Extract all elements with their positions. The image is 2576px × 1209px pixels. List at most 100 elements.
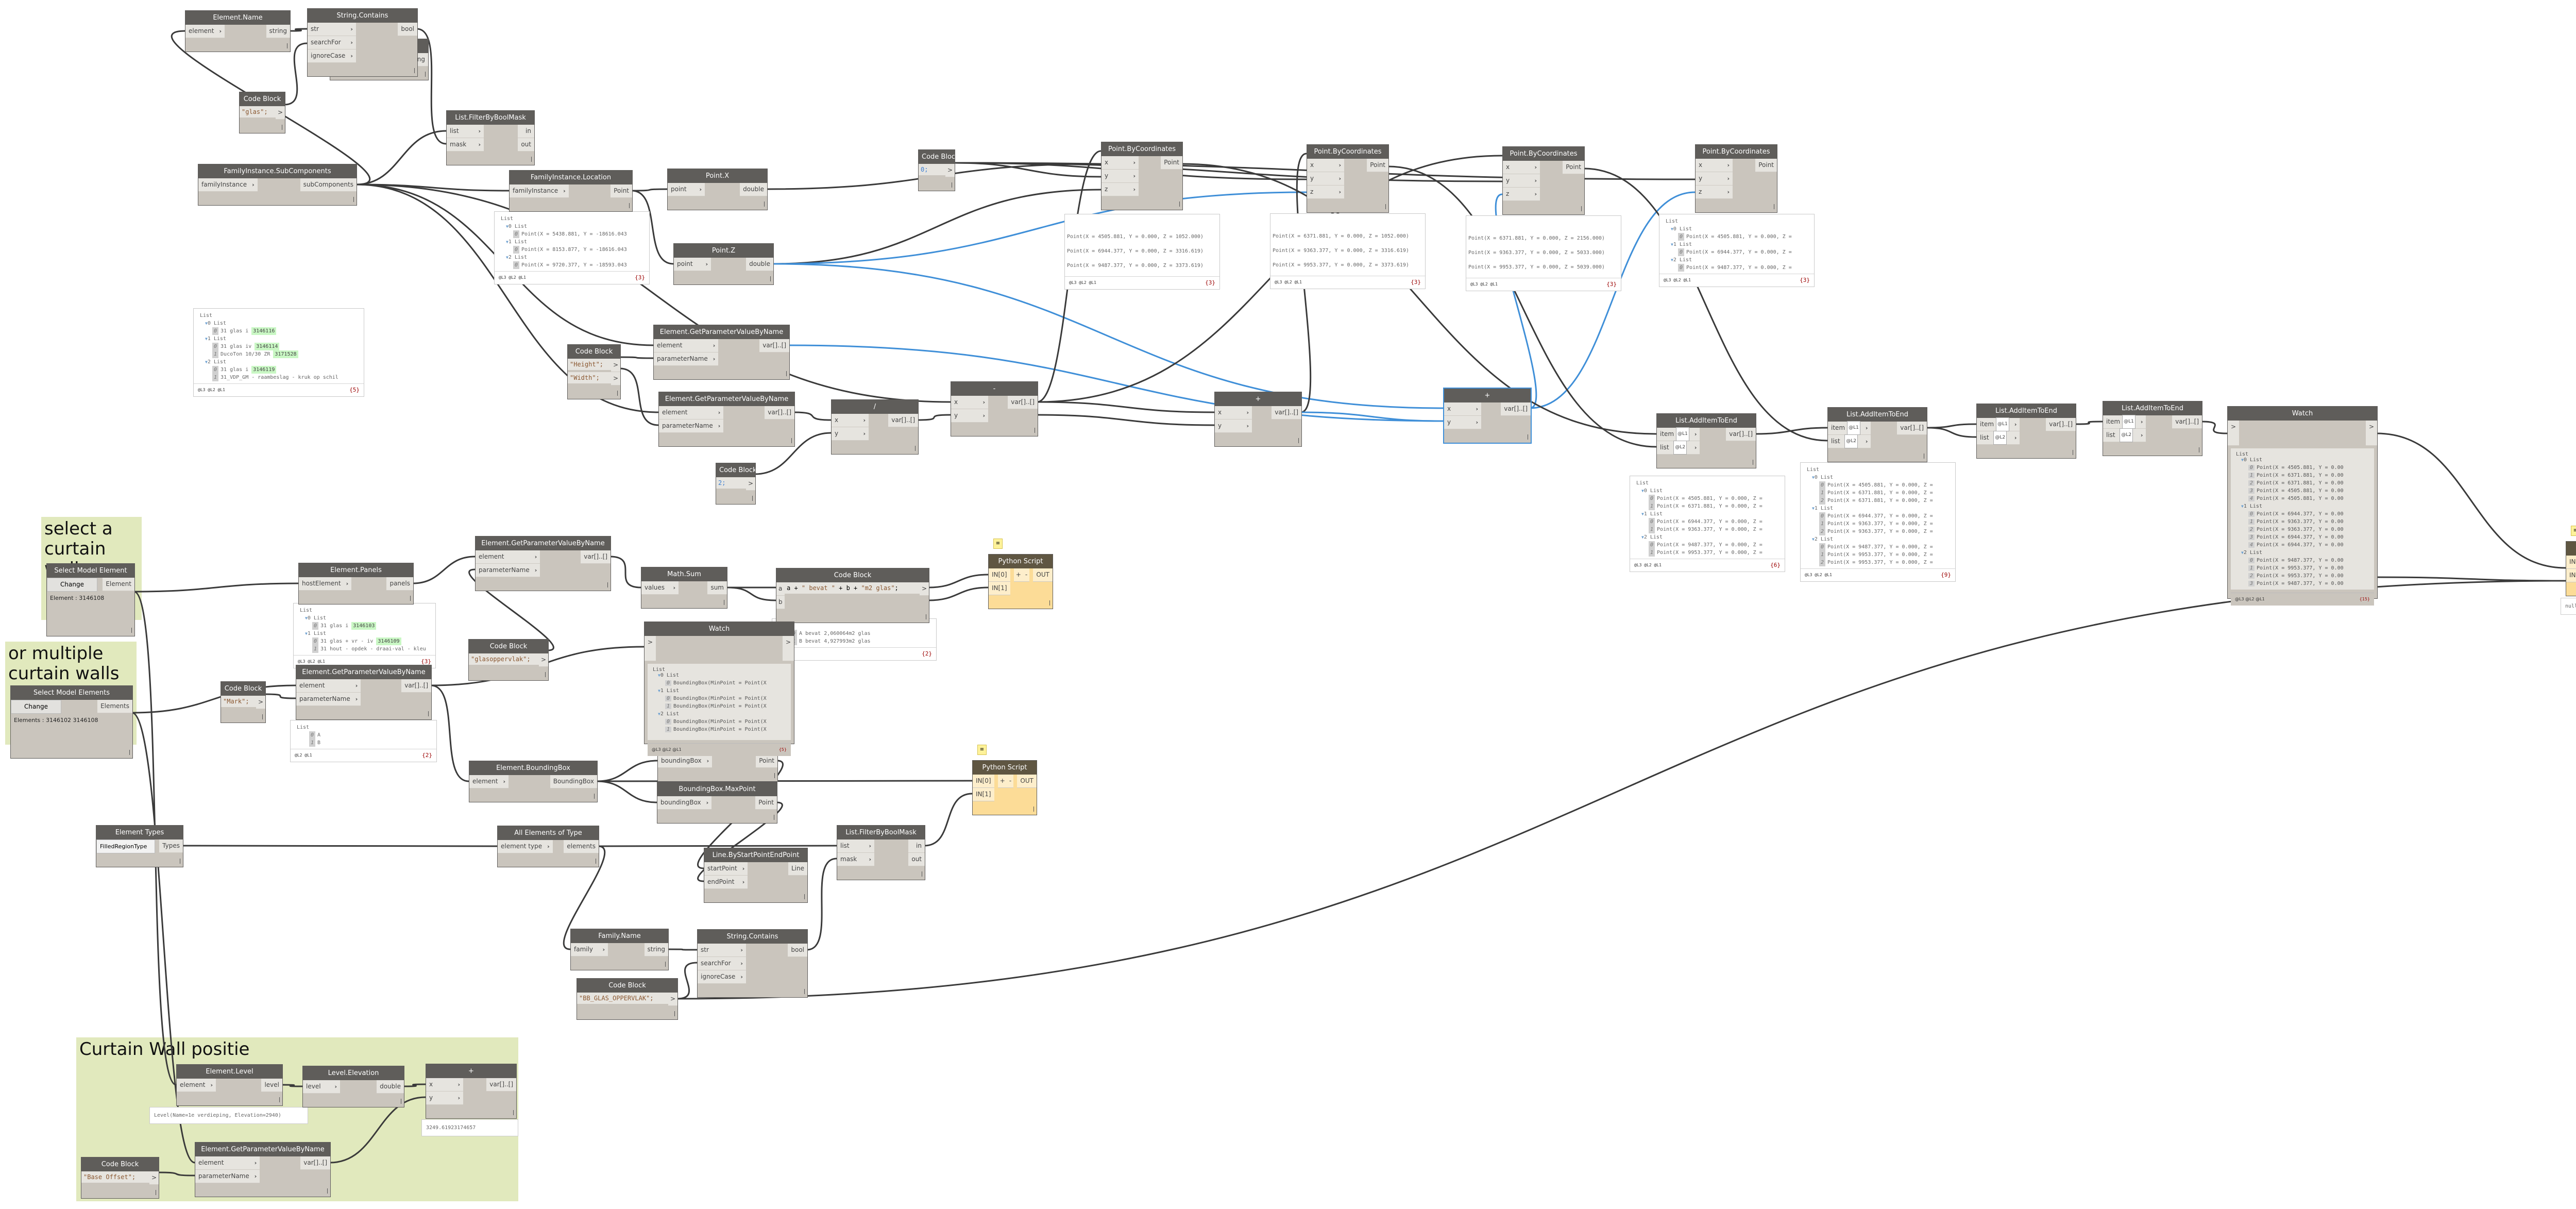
lacing-indicator[interactable] — [1307, 199, 1388, 212]
level-spinner[interactable]: @L1 — [1847, 421, 1860, 435]
code-row[interactable]: "Height";> — [568, 359, 620, 372]
connector-wire[interactable] — [917, 414, 951, 421]
lacing-indicator[interactable] — [11, 745, 132, 758]
lacing-indicator[interactable] — [832, 441, 918, 454]
expand-triangle-icon[interactable]: ▼ — [658, 712, 660, 716]
node-title[interactable]: List.FilterByBoolMask — [447, 111, 534, 125]
lacing-indicator[interactable] — [96, 853, 183, 867]
lacing-indicator[interactable] — [1828, 448, 1927, 462]
node-title[interactable]: Element Types — [96, 826, 183, 839]
level-spinner[interactable]: @L2 — [2120, 428, 2133, 442]
connector-wire[interactable] — [355, 183, 510, 192]
node-title[interactable]: Point.ByCoordinates — [1503, 147, 1584, 161]
node-title[interactable]: Element.GetParameterValueByName — [654, 325, 789, 339]
connector-wire[interactable] — [1755, 427, 1828, 435]
lacing-indicator[interactable] — [837, 866, 925, 880]
node-title[interactable]: Element.GetParameterValueByName — [195, 1143, 330, 1156]
connector-wire[interactable] — [1037, 401, 1215, 413]
node-title[interactable]: Code Block — [577, 979, 677, 993]
node-title[interactable]: Code Block — [81, 1157, 159, 1171]
connector-wire[interactable] — [726, 586, 776, 601]
output-port-sum[interactable]: sum — [707, 581, 727, 595]
connector-wire[interactable] — [1926, 423, 1977, 429]
output-port-in[interactable]: in — [908, 839, 925, 853]
expand-triangle-icon[interactable]: ▼ — [2241, 458, 2244, 462]
output-port[interactable]: > — [611, 372, 620, 385]
expand-triangle-icon[interactable]: ▼ — [1641, 489, 1644, 493]
connector-wire[interactable] — [609, 556, 641, 589]
input-port-point[interactable]: point› — [668, 183, 705, 196]
node-code-glasopp[interactable]: Code Block"glasoppervlak";> — [468, 639, 549, 681]
node-title[interactable]: Element.BoundingBox — [469, 761, 597, 775]
output-port-double[interactable]: double — [377, 1080, 404, 1094]
output-port-var[interactable]: var[]..[] — [1726, 428, 1756, 441]
output-port-out[interactable]: out — [518, 138, 534, 152]
node-title[interactable]: - — [951, 382, 1038, 396]
preview-pbc2[interactable]: Point(X = 6371.881, Y = 0.000, Z = 1052.… — [1270, 213, 1426, 289]
node-title[interactable]: Point.Z — [674, 244, 773, 258]
node-plus2[interactable]: +x›y›var[]..[] — [1443, 388, 1532, 444]
expand-triangle-icon[interactable]: ▼ — [1812, 506, 1815, 511]
input-port-parameterName[interactable]: parameterName› — [195, 1170, 260, 1183]
output-port-double[interactable]: double — [746, 258, 773, 271]
input-port-list[interactable]: list@L2› — [2103, 428, 2146, 442]
element-id-link[interactable]: 3146103 — [351, 622, 377, 630]
node-title[interactable]: Select Model Element — [47, 564, 134, 578]
input-port-familyInstance[interactable]: familyInstance› — [510, 184, 569, 198]
add-input-button[interactable]: + — [997, 775, 1007, 788]
input-port-y[interactable]: y› — [832, 427, 869, 441]
output-port-level[interactable]: level — [261, 1079, 282, 1092]
expand-triangle-icon[interactable]: ▼ — [1641, 512, 1644, 516]
node-title[interactable]: Watch — [645, 622, 794, 636]
output-port[interactable]: OUT — [1017, 775, 1037, 788]
connector-wire[interactable] — [289, 28, 308, 32]
node-title[interactable]: + — [426, 1064, 516, 1078]
preview-element-level[interactable]: Level(Name=1e verdieping, Elevation=2940… — [149, 1107, 308, 1124]
input-port-searchFor[interactable]: searchFor› — [308, 36, 356, 49]
output-port[interactable]: > — [275, 106, 285, 120]
node-title[interactable]: List.AddItemToEnd — [1977, 404, 2076, 418]
output-port[interactable]: > — [2365, 421, 2377, 446]
input-port-x[interactable]: x› — [1101, 156, 1139, 170]
connector-wire[interactable] — [924, 793, 973, 847]
connector-wire[interactable] — [954, 162, 1503, 182]
add-input-button[interactable]: + — [1013, 568, 1023, 582]
lacing-indicator[interactable] — [1101, 196, 1182, 210]
input-port-element[interactable]: element› — [654, 339, 719, 352]
output-port[interactable]: > — [782, 636, 794, 661]
input-port-y[interactable]: y› — [1307, 172, 1344, 186]
node-title[interactable]: Code Block — [776, 568, 929, 582]
node-title[interactable]: Python Script — [2566, 542, 2576, 556]
input-port-x[interactable]: x› — [1696, 159, 1733, 172]
node-title[interactable]: Point.ByCoordinates — [1101, 142, 1182, 156]
input-port-x[interactable]: x› — [951, 396, 988, 409]
connector-wire[interactable] — [772, 189, 1101, 265]
expand-triangle-icon[interactable]: ▼ — [1812, 475, 1815, 480]
output-port-var[interactable]: var[]..[] — [486, 1078, 516, 1092]
lacing-indicator[interactable] — [1657, 455, 1756, 468]
lacing-indicator[interactable] — [303, 1094, 404, 1107]
output-port-var[interactable]: var[]..[] — [1008, 396, 1038, 409]
node-title[interactable]: Python Script — [973, 761, 1037, 775]
node-code-base[interactable]: Code Block"Base Offset";> — [81, 1157, 159, 1199]
node-code-hw[interactable]: Code Block"Height";>"Width";> — [567, 344, 621, 399]
output-port-bool[interactable]: bool — [788, 944, 807, 957]
connector-wire[interactable] — [928, 574, 989, 589]
input-port-hostElement[interactable]: hostElement› — [299, 577, 352, 591]
input-port-item[interactable]: item@L1› — [2103, 415, 2146, 429]
connector-wire[interactable] — [928, 586, 989, 601]
